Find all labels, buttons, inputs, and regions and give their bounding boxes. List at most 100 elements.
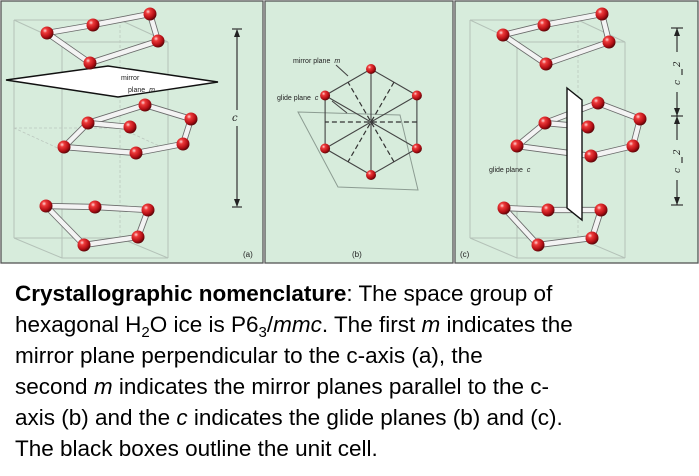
mirror-plane-label-1: mirror	[121, 75, 140, 82]
oxygen-atom	[366, 64, 376, 74]
bond	[87, 38, 161, 66]
half-c-top-den: 2	[673, 61, 683, 68]
oxygen-atom	[510, 139, 524, 153]
oxygen-atom	[496, 28, 510, 42]
bond	[133, 141, 186, 156]
glide-line	[347, 81, 395, 163]
caption-line-1: Crystallographic nomenclature: The space…	[15, 281, 553, 306]
caption-line-2: hexagonal H2O ice is P63/mmc. The first …	[15, 312, 573, 341]
oxygen-atom	[537, 18, 551, 32]
bond	[85, 102, 148, 126]
bond	[90, 11, 153, 28]
oxygen-atom	[320, 143, 331, 154]
bond	[85, 120, 133, 130]
oxygen-atom	[138, 98, 152, 112]
caption-title: Crystallographic nomenclature	[15, 281, 347, 306]
panel-a-label: (a)	[243, 250, 253, 259]
glide-label-leader	[331, 100, 348, 114]
bond	[535, 235, 595, 248]
bond	[543, 39, 612, 67]
mirror-plane-label-2: plane m	[128, 87, 155, 94]
bond	[92, 204, 151, 213]
bond	[81, 234, 141, 248]
oxygen-atom	[39, 199, 53, 213]
panel-b: mirror plane m glide plane c (b)	[264, 0, 454, 264]
figure-caption: Crystallographic nomenclature: The space…	[15, 278, 695, 464]
mirror-plane-label: mirror plane m	[293, 58, 340, 65]
bond	[595, 100, 643, 122]
oxygen-atom	[151, 34, 165, 48]
bond	[61, 144, 139, 156]
bond	[500, 22, 547, 38]
panel-c-atoms	[496, 7, 647, 252]
bond	[44, 30, 93, 66]
caption-line-5: axis (b) and the c indicates the glide p…	[15, 405, 563, 430]
glide-line	[347, 81, 395, 163]
mirror-plane	[5, 65, 219, 98]
oxygen-atom	[83, 56, 97, 70]
bond	[501, 205, 541, 248]
oxygen-atom	[176, 137, 190, 151]
panel-a-atoms	[39, 7, 198, 252]
caption-line-3: mirror plane perpendicular to the c-axis…	[15, 343, 483, 368]
oxygen-atom	[584, 149, 598, 163]
oxygen-atom	[602, 35, 616, 49]
half-c-bottom-num: c	[673, 168, 683, 173]
glide-plane-label: glide plane c	[277, 95, 319, 102]
bond	[43, 203, 98, 210]
oxygen-atom	[320, 90, 331, 101]
oxygen-atom	[141, 203, 155, 217]
oxygen-atom	[88, 200, 102, 214]
oxygen-atom	[531, 238, 545, 252]
glide-plane	[566, 86, 583, 222]
oxygen-atom	[143, 7, 157, 21]
panel-b-label: (b)	[352, 250, 362, 259]
oxygen-atom	[123, 120, 137, 134]
oxygen-atom	[633, 112, 647, 126]
oxygen-atom	[497, 201, 511, 215]
oxygen-atom	[81, 116, 95, 130]
oxygen-atom	[86, 18, 100, 32]
oxygen-atom	[129, 146, 143, 160]
mirror-line	[324, 95, 418, 149]
c-axis-label: c	[232, 113, 238, 124]
panel-c-label: (c)	[460, 250, 470, 259]
oxygen-atom	[411, 143, 422, 154]
oxygen-atom	[366, 170, 376, 180]
oxygen-atom	[77, 238, 91, 252]
crystal-structure-figure: mirror plane m c (a) mirror plane m	[0, 0, 699, 264]
half-c-bottom-den: 2	[673, 149, 683, 156]
glide-plane-label-c: glide plane c	[489, 167, 531, 174]
glide-plane-outline	[297, 111, 419, 191]
oxygen-atom	[57, 140, 71, 154]
panel-b-background	[264, 0, 454, 264]
caption-line-4: second m indicates the mirror planes par…	[15, 374, 550, 399]
bond	[500, 32, 549, 67]
oxygen-atom	[591, 96, 605, 110]
bond	[501, 205, 551, 213]
oxygen-atom	[594, 203, 608, 217]
half-c-top-num: c	[673, 80, 683, 85]
oxygen-atom	[626, 139, 640, 153]
bond	[541, 11, 605, 28]
panel-c: glide plane c c 2 c 2	[454, 0, 699, 264]
bond	[44, 22, 96, 36]
half-c-dimension: c 2 c 2	[670, 27, 684, 206]
mirror-label-leader	[335, 64, 349, 77]
caption-line-6: The black boxes outline the unit cell.	[15, 436, 378, 461]
oxygen-atom	[131, 230, 145, 244]
bond	[142, 102, 194, 122]
bond	[588, 143, 636, 159]
oxygen-atom	[541, 203, 555, 217]
panel-a: mirror plane m c (a)	[0, 0, 264, 264]
bond	[43, 203, 87, 248]
hexagon-projection	[320, 64, 422, 180]
oxygen-atom	[40, 26, 54, 40]
oxygen-atom	[539, 57, 553, 71]
oxygen-atom	[411, 90, 422, 101]
oxygen-atom	[581, 120, 595, 134]
oxygen-atom	[595, 7, 609, 21]
c-axis-dimension: c	[232, 28, 242, 208]
oxygen-atom	[585, 231, 599, 245]
oxygen-atom	[184, 112, 198, 126]
